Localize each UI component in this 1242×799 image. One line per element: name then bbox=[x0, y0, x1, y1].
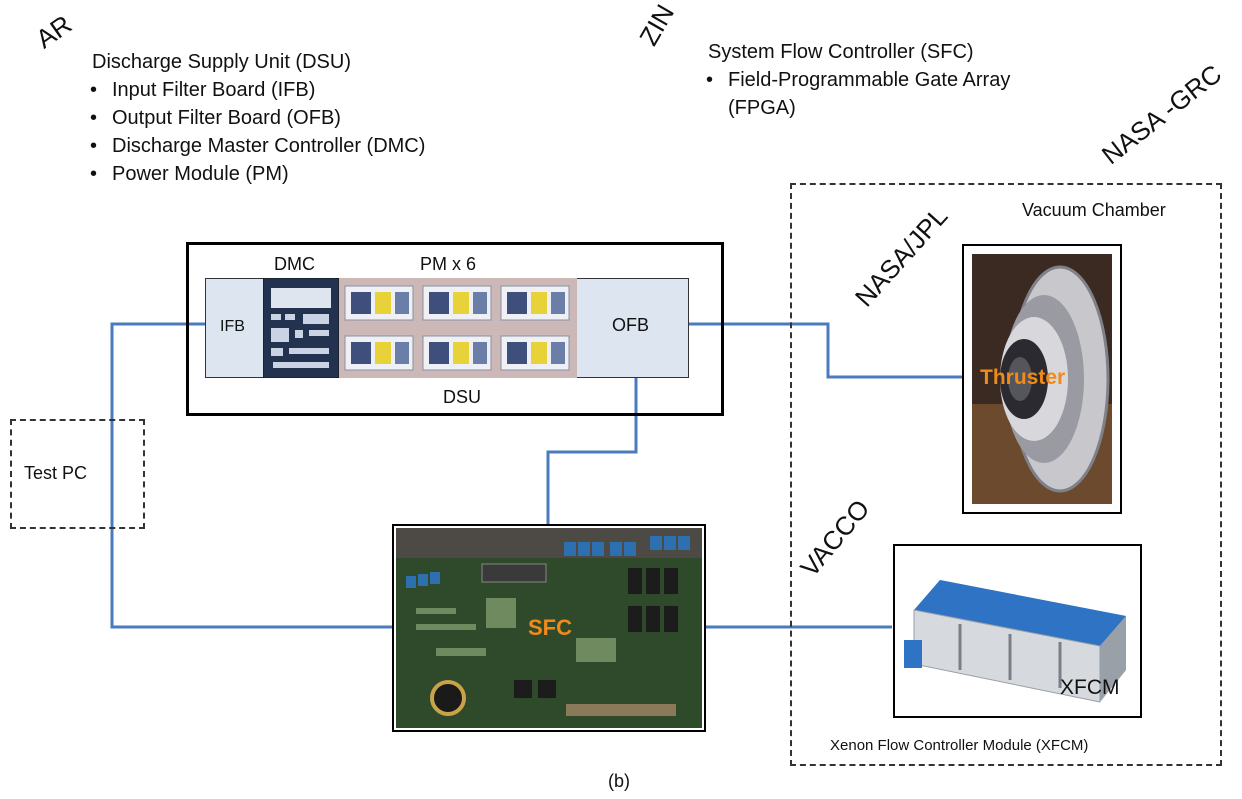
dsu-list-item: Output Filter Board (OFB) bbox=[88, 104, 425, 132]
xfcm-image bbox=[904, 580, 1126, 703]
sfc-label: SFC bbox=[528, 615, 572, 640]
dsu-list-item: Power Module (PM) bbox=[88, 160, 425, 188]
thruster-label: Thruster bbox=[980, 366, 1066, 389]
pm-label: PM x 6 bbox=[420, 254, 477, 274]
sfc-description: System Flow Controller (SFC) Field-Progr… bbox=[706, 38, 1010, 122]
wire-ifb-testpc-sfc bbox=[110, 322, 392, 629]
dsu-list-title: Discharge Supply Unit (DSU) bbox=[92, 51, 351, 73]
dmc-label: DMC bbox=[274, 254, 315, 274]
dsu-label: DSU bbox=[443, 387, 482, 407]
dsu-list-item: Discharge Master Controller (DMC) bbox=[88, 132, 425, 160]
wire-ofb-thruster bbox=[688, 322, 972, 379]
test-pc-box bbox=[10, 419, 145, 529]
wire-ofb-sfc bbox=[546, 372, 638, 525]
sfc-board-image bbox=[396, 528, 702, 728]
figure-caption: (b) bbox=[608, 771, 630, 791]
thruster-image bbox=[972, 254, 1112, 504]
vacuum-chamber-label: Vacuum Chamber bbox=[1022, 200, 1166, 220]
xfcm-label: XFCM bbox=[1060, 676, 1120, 699]
sfc-list-title: System Flow Controller (SFC) bbox=[708, 41, 974, 63]
dsu-description: Discharge Supply Unit (DSU) Input Filter… bbox=[90, 48, 425, 188]
dmc-board-image bbox=[263, 278, 339, 378]
vacuum-chamber-box bbox=[790, 183, 1222, 766]
power-modules-image bbox=[339, 278, 577, 378]
sfc-list-item-continuation: (FPGA) bbox=[728, 97, 796, 119]
ifb-label: IFB bbox=[220, 318, 245, 335]
dsu-list-item: Input Filter Board (IFB) bbox=[88, 76, 425, 104]
xfcm-caption: Xenon Flow Controller Module (XFCM) bbox=[830, 737, 1089, 754]
sfc-list-item: Field-Programmable Gate Array bbox=[704, 66, 1010, 94]
dsu-box bbox=[186, 242, 724, 416]
ofb-label: OFB bbox=[612, 315, 650, 335]
test-pc-label: Test PC bbox=[24, 463, 88, 483]
